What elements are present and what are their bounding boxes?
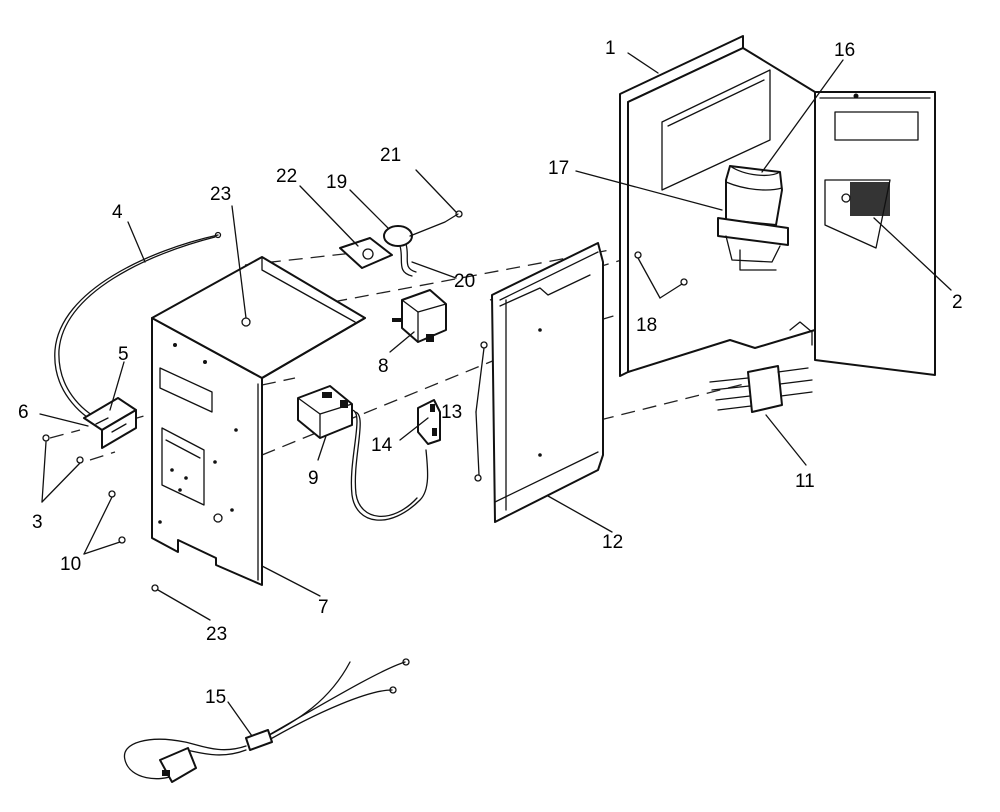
panel-part-12 xyxy=(491,242,604,523)
screws-part-13 xyxy=(474,341,488,482)
mounting-bracket-part-5 xyxy=(83,397,137,449)
grille-part-2 xyxy=(841,182,890,216)
callout-4: 4 xyxy=(112,202,123,223)
clip-part-14 xyxy=(417,399,441,445)
callout-9: 9 xyxy=(308,468,319,489)
callout-18: 18 xyxy=(636,315,657,336)
terminal-block-part-11 xyxy=(709,365,813,413)
callout-7: 7 xyxy=(318,597,329,618)
callout-11: 11 xyxy=(795,471,815,492)
bracket-part-17 xyxy=(717,217,789,271)
transformer-part-16 xyxy=(725,165,783,226)
callout-8: 8 xyxy=(378,356,389,377)
callout-3: 3 xyxy=(32,512,43,533)
callout-19: 19 xyxy=(326,172,347,193)
switch-part-8 xyxy=(392,289,447,343)
power-cord-part-15 xyxy=(123,658,410,783)
motor-part-9 xyxy=(297,385,429,521)
callout-14: 14 xyxy=(371,435,393,456)
chassis-box-part-7 xyxy=(151,256,366,586)
callout-13: 13 xyxy=(441,402,462,423)
callout-21: 21 xyxy=(380,145,401,166)
callout-10: 10 xyxy=(60,554,81,575)
callout-2: 2 xyxy=(952,292,963,313)
wire-lead-part-4 xyxy=(54,231,222,426)
callout-labels: 1 2 3 4 5 6 7 8 9 10 11 12 13 14 15 16 1… xyxy=(18,38,963,708)
callout-23-top: 23 xyxy=(210,184,231,205)
callout-12: 12 xyxy=(602,532,623,553)
callout-16: 16 xyxy=(834,40,855,61)
callout-22: 22 xyxy=(276,166,297,187)
callout-5: 5 xyxy=(118,344,129,365)
callout-1: 1 xyxy=(605,38,616,59)
callout-23-bottom: 23 xyxy=(206,624,227,645)
callout-20: 20 xyxy=(454,271,475,292)
callout-6: 6 xyxy=(18,402,29,423)
callout-15: 15 xyxy=(205,687,226,708)
leader-lines xyxy=(39,52,952,737)
thermostat-assembly xyxy=(339,210,463,277)
callout-17: 17 xyxy=(548,158,569,179)
